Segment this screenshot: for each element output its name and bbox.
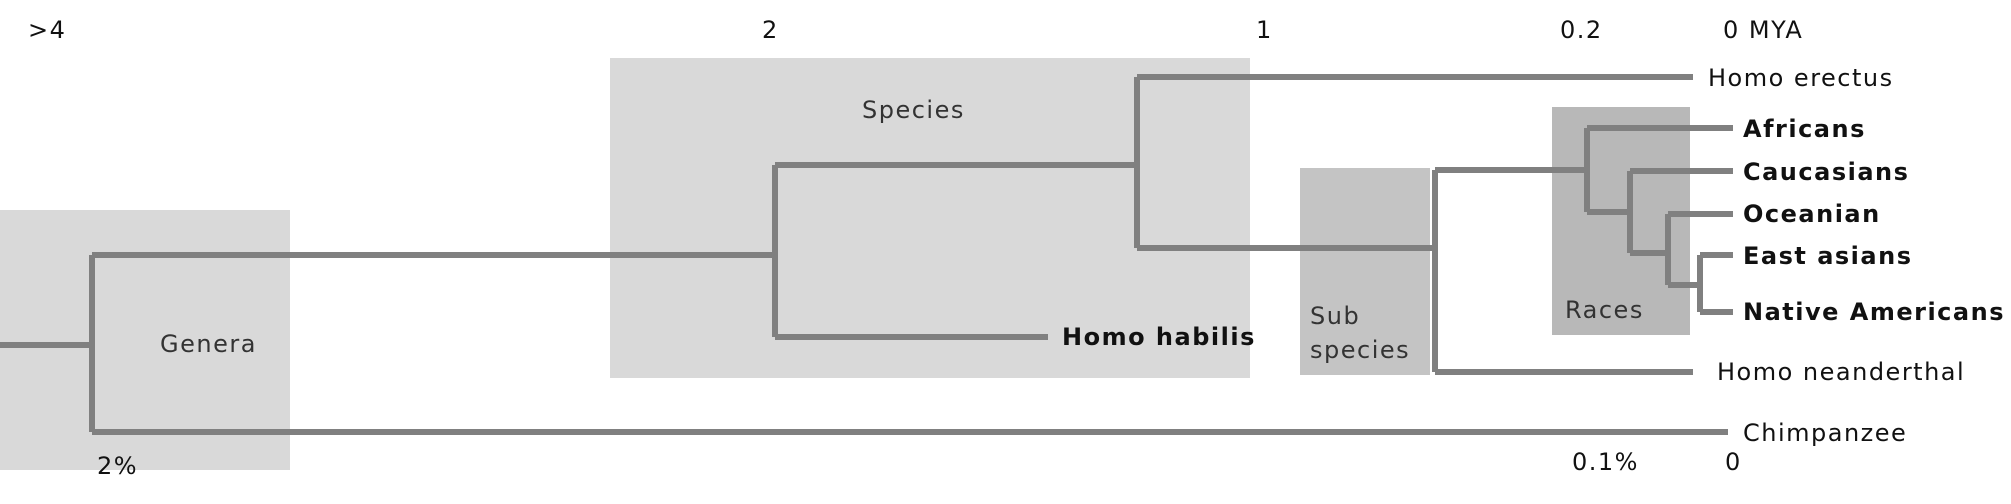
taxon-label: Africans	[1743, 115, 1866, 143]
time-tick-label: 0.2	[1560, 16, 1603, 44]
difference-tick-label: 0.1%	[1572, 448, 1639, 476]
species-region	[610, 58, 1250, 378]
taxon-label: Oceanian	[1743, 200, 1881, 228]
taxon-label: Chimpanzee	[1743, 419, 1907, 447]
taxon-label: Homo erectus	[1708, 64, 1894, 92]
time-tick-label: 1	[1256, 16, 1273, 44]
time-tick-label: >4	[28, 16, 66, 44]
genera-label: Genera	[160, 330, 257, 358]
difference-tick-label: 2%	[97, 452, 138, 480]
tree-branches	[0, 74, 1733, 435]
time-tick-label: 0 MYA	[1723, 16, 1803, 44]
time-tick-label: 2	[762, 16, 779, 44]
subspecies-region	[1300, 168, 1430, 375]
species-label: Species	[862, 96, 965, 124]
taxon-label: Homo neanderthal	[1717, 358, 1965, 386]
subspecies-label: Sub	[1310, 302, 1360, 330]
taxon-label: Native Americans	[1743, 298, 2005, 326]
races-label: Races	[1565, 296, 1644, 324]
taxon-label: Homo habilis	[1062, 323, 1256, 351]
taxon-label: Caucasians	[1743, 158, 1909, 186]
subspecies-label: species	[1310, 336, 1410, 364]
taxon-label: East asians	[1743, 242, 1912, 270]
difference-tick-label: 0	[1725, 448, 1742, 476]
